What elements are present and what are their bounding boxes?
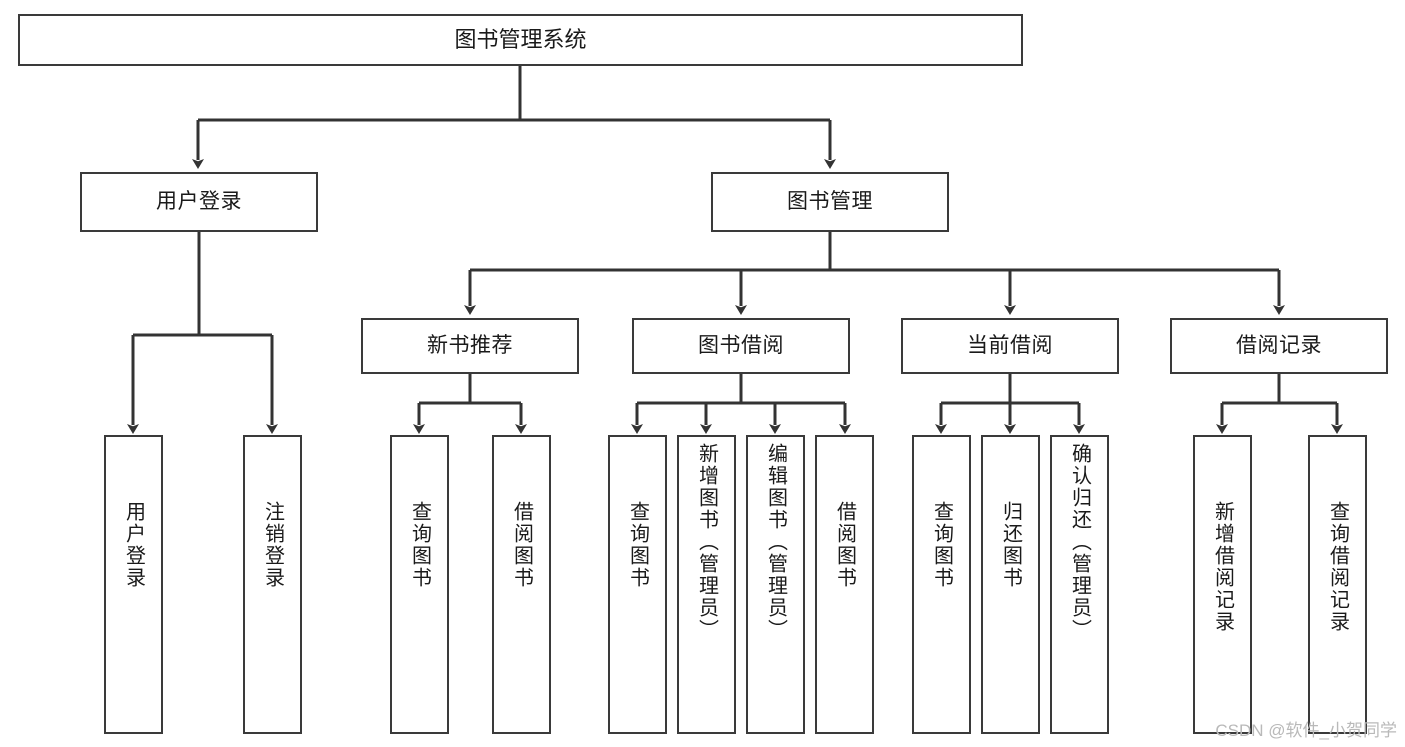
node-label: 编辑图书（管理员）	[764, 443, 787, 641]
node-label: 查询图书	[626, 501, 649, 589]
node-book-management[interactable]: 图书管理	[711, 172, 949, 232]
node-label: 图书管理系统	[454, 26, 587, 52]
node-label: 新增借阅记录	[1211, 501, 1234, 633]
node-label: 借阅记录	[1236, 334, 1322, 358]
node-label: 查询图书	[930, 501, 953, 589]
leaf-records-query-record[interactable]: 查询借阅记录	[1308, 435, 1367, 734]
leaf-borrow-add-book-admin[interactable]: 新增图书（管理员）	[677, 435, 736, 734]
node-label: 新书推荐	[427, 334, 513, 358]
node-label: 用户登录	[122, 501, 145, 589]
leaf-recommend-query-book[interactable]: 查询图书	[390, 435, 449, 734]
node-label: 当前借阅	[967, 334, 1053, 358]
node-label: 借阅图书	[833, 501, 856, 589]
node-current-borrow[interactable]: 当前借阅	[901, 318, 1119, 374]
node-new-book-recommend[interactable]: 新书推荐	[361, 318, 579, 374]
node-label: 确认归还（管理员）	[1068, 443, 1091, 641]
node-label: 新增图书（管理员）	[695, 443, 718, 641]
node-root-system[interactable]: 图书管理系统	[18, 14, 1023, 66]
node-borrow-records[interactable]: 借阅记录	[1170, 318, 1388, 374]
node-label: 借阅图书	[510, 501, 533, 589]
leaf-current-query-book[interactable]: 查询图书	[912, 435, 971, 734]
node-label: 查询借阅记录	[1326, 501, 1349, 633]
leaf-current-confirm-return-admin[interactable]: 确认归还（管理员）	[1050, 435, 1109, 734]
node-label: 注销登录	[261, 501, 284, 589]
node-label: 图书管理	[787, 190, 873, 214]
node-book-borrow[interactable]: 图书借阅	[632, 318, 850, 374]
node-label: 图书借阅	[698, 334, 784, 358]
leaf-user-login-logout[interactable]: 注销登录	[243, 435, 302, 734]
leaf-user-login-login[interactable]: 用户登录	[104, 435, 163, 734]
leaf-current-return-book[interactable]: 归还图书	[981, 435, 1040, 734]
node-label: 归还图书	[999, 501, 1022, 589]
node-user-login[interactable]: 用户登录	[80, 172, 318, 232]
leaf-borrow-query-book[interactable]: 查询图书	[608, 435, 667, 734]
leaf-recommend-borrow-book[interactable]: 借阅图书	[492, 435, 551, 734]
node-label: 用户登录	[156, 190, 242, 214]
node-label: 查询图书	[408, 501, 431, 589]
leaf-borrow-borrow-book[interactable]: 借阅图书	[815, 435, 874, 734]
leaf-borrow-edit-book-admin[interactable]: 编辑图书（管理员）	[746, 435, 805, 734]
leaf-records-add-record[interactable]: 新增借阅记录	[1193, 435, 1252, 734]
watermark: CSDN @软件_小贺同学	[1215, 721, 1397, 740]
